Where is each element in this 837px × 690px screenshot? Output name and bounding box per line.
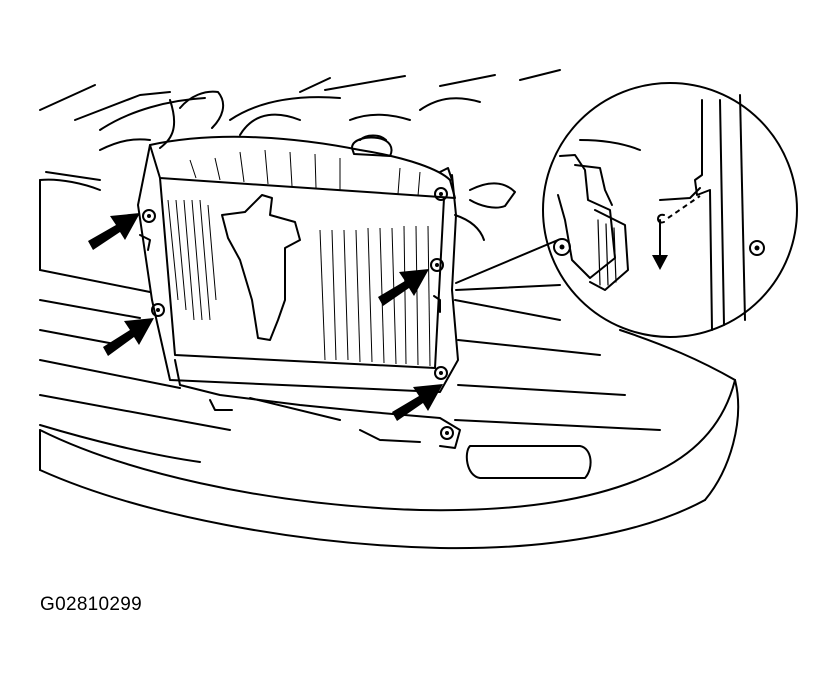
fog-light xyxy=(465,445,592,479)
radiator-shroud-opening xyxy=(221,194,301,341)
detail-view xyxy=(542,82,798,338)
bolt-top-bracket xyxy=(434,187,448,201)
callout-arrows xyxy=(88,213,443,421)
bolt-top-left xyxy=(142,209,156,223)
detail-bolt-left xyxy=(553,238,571,256)
bolt-bottom-right xyxy=(434,366,448,380)
detail-bolt-right xyxy=(749,240,765,256)
figure-code: G02810299 xyxy=(40,594,143,615)
grille-lines xyxy=(39,178,661,463)
detail-view-circle xyxy=(542,82,798,338)
engine-bay-background xyxy=(39,69,561,241)
arrow-icon-bottom-left xyxy=(103,318,154,356)
arrow-icon-bottom-right xyxy=(392,384,443,421)
bolt-bottom-left xyxy=(151,303,165,317)
detail-connector xyxy=(455,239,561,291)
bolt-top-right xyxy=(430,258,444,272)
radiator-cap xyxy=(351,136,393,157)
radiator-top-tank xyxy=(149,135,456,199)
mounting-bolts xyxy=(142,187,454,440)
arrow-icon-top-left xyxy=(88,213,140,250)
bolt-bottom-bracket xyxy=(440,426,454,440)
front-bumper xyxy=(39,329,740,550)
down-arrow-icon xyxy=(652,255,668,270)
arrow-icon-top-right xyxy=(378,269,429,306)
radiator xyxy=(137,134,461,449)
